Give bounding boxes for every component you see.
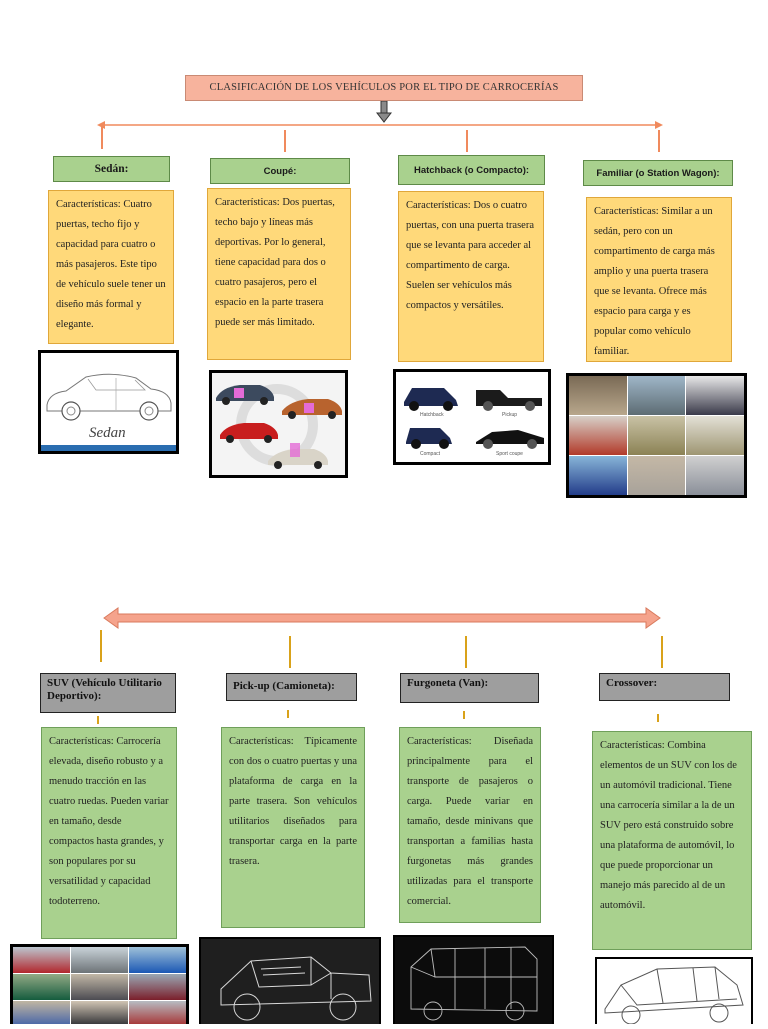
page-title: CLASIFICACIÓN DE LOS VEHÍCULOS POR EL TI… bbox=[185, 75, 583, 101]
heading-coupe: Coupé: bbox=[210, 158, 350, 184]
station-wagon-image-grid bbox=[566, 373, 747, 498]
hatch-label: Sport coupe bbox=[496, 451, 523, 457]
crossover-chassis-image bbox=[595, 957, 753, 1024]
connector-tick bbox=[466, 130, 468, 152]
heading-sedan: Sedán: bbox=[53, 156, 170, 182]
van-wireframe-image bbox=[393, 935, 554, 1024]
hatch-label: Hatchback bbox=[420, 412, 444, 418]
connector-tick bbox=[101, 127, 103, 149]
connector-tick bbox=[661, 636, 663, 668]
description-pickup: Características: Típicamente con dos o c… bbox=[221, 727, 365, 928]
hatch-label: Compact bbox=[420, 451, 441, 457]
connector-tick bbox=[287, 710, 289, 718]
heading-furgoneta: Furgoneta (Van): bbox=[400, 673, 539, 703]
top-connector-arrow bbox=[97, 121, 663, 129]
connector-tick bbox=[465, 636, 467, 668]
connector-tick bbox=[463, 711, 465, 719]
description-furgoneta: Características: Diseñada principalmente… bbox=[399, 727, 541, 923]
heading-hatchback: Hatchback (o Compacto): bbox=[398, 155, 545, 185]
down-arrow-icon bbox=[376, 101, 392, 123]
connector-tick bbox=[284, 130, 286, 152]
hatch-label: Pickup bbox=[502, 412, 517, 418]
coupe-image bbox=[209, 370, 348, 478]
connector-tick bbox=[97, 716, 99, 724]
suv-image-grid bbox=[10, 944, 189, 1024]
pickup-chassis-image bbox=[199, 937, 381, 1024]
double-arrow-icon bbox=[103, 607, 661, 629]
description-crossover: Características: Combina elementos de un… bbox=[592, 731, 752, 950]
heading-crossover: Crossover: bbox=[599, 673, 730, 701]
hatchback-image: Hatchback Pickup Compact Sport coupe bbox=[393, 369, 551, 465]
connector-tick bbox=[289, 636, 291, 668]
connector-tick bbox=[100, 630, 102, 662]
heading-suv: SUV (Vehículo Utilitario Deportivo): bbox=[40, 673, 176, 713]
description-hatchback: Características: Dos o cuatro puertas, c… bbox=[398, 191, 544, 362]
description-suv: Características: Carrocería elevada, dis… bbox=[41, 727, 177, 939]
sedan-image: Sedan bbox=[38, 350, 179, 454]
heading-pickup: Pick-up (Camioneta): bbox=[226, 673, 357, 701]
description-sedan: Características: Cuatro puertas, techo f… bbox=[48, 190, 174, 344]
sedan-caption: Sedan bbox=[89, 425, 126, 441]
connector-tick bbox=[658, 130, 660, 152]
connector-tick bbox=[657, 714, 659, 722]
description-familiar: Características: Similar a un sedán, per… bbox=[586, 197, 732, 362]
heading-familiar: Familiar (o Station Wagon): bbox=[583, 160, 733, 186]
description-coupe: Características: Dos puertas, techo bajo… bbox=[207, 188, 351, 360]
